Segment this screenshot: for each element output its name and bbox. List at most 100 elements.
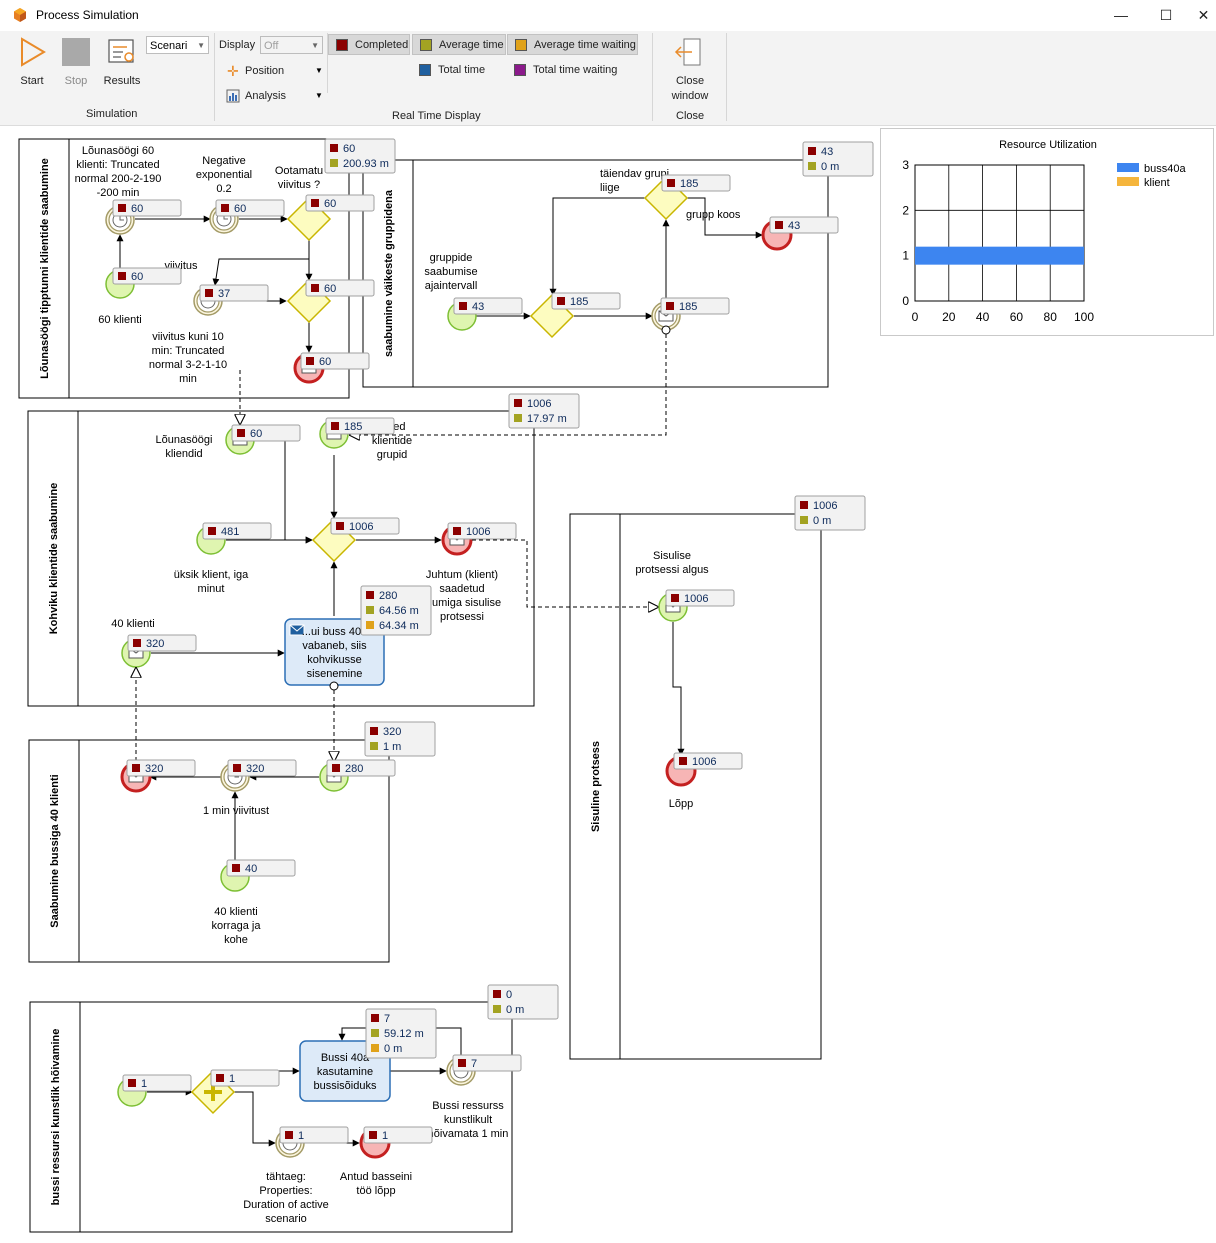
lane-core-process-title: Sisuline protsess: [590, 741, 602, 832]
lane-lunch-peak: [18, 138, 350, 399]
label-l3-end-line: ...umiga sisulise: [423, 597, 501, 609]
label-l3-end-line: saadetud: [439, 583, 484, 595]
label-l6-timer-b-line: kunstlikult: [444, 1114, 492, 1126]
l2-end-counter-value: 43: [788, 220, 800, 232]
lane3-stats-box: [508, 393, 580, 429]
chevron-down-icon: ▼: [311, 41, 319, 50]
stat-swatch: [330, 144, 338, 152]
lane2-stats-box: [802, 141, 874, 177]
l6-end-counter-value: 1: [382, 1130, 388, 1142]
scenario-select[interactable]: Scenari ▼: [146, 36, 209, 54]
label-l6-timer-a-line: Properties:: [259, 1185, 312, 1197]
chart-x-tick-label: 0: [912, 310, 919, 324]
label-l3-start-c-line: 40 klienti: [111, 618, 154, 630]
stop-label: Stop: [64, 75, 88, 87]
real-time-display-group-label: Real Time Display: [392, 110, 481, 122]
results-button[interactable]: Results: [100, 33, 144, 95]
stat-swatch: [800, 501, 808, 509]
minimize-button[interactable]: —: [1114, 7, 1128, 23]
completed-label: Completed: [355, 39, 409, 51]
l1-timer-c-counter-box: [199, 284, 269, 302]
start-button[interactable]: Start: [10, 33, 54, 95]
l2-timer-counter-value: 185: [679, 301, 697, 313]
label-l1-timer-a-line: normal 200-2-190: [75, 173, 162, 185]
analysis-icon: [226, 89, 240, 103]
chart-x-tick-label: 80: [1044, 310, 1058, 324]
flow-l1-4: [212, 240, 310, 286]
label-l6-timer-b-line: Bussi ressurss: [432, 1100, 504, 1112]
analysis-dropdown-button[interactable]: Analysis ▼: [224, 87, 326, 107]
label-l1-timer-b-line: Negative: [202, 155, 245, 167]
completed-toggle[interactable]: Completed: [328, 34, 410, 55]
completed-swatch: [232, 864, 240, 872]
lane5-stat-value: 1 m: [383, 741, 401, 753]
l6-gw-counter-box: [210, 1069, 280, 1087]
l5-start-counter-value: 40: [245, 863, 257, 875]
label-l5-timer-line: 1 min viivitust: [203, 805, 269, 817]
completed-swatch: [208, 527, 216, 535]
chart-bar-buss40a: [915, 246, 1084, 265]
position-dropdown-button[interactable]: ✛ Position ▼: [224, 62, 326, 82]
l2-gw-merge-counter-value: 185: [570, 296, 588, 308]
average-time-toggle[interactable]: Average time: [412, 34, 506, 55]
boundary-event-l3: [329, 681, 339, 691]
completed-swatch: [369, 1131, 377, 1139]
completed-swatch: [216, 1074, 224, 1082]
task-bus-use-label-line: bussisõiduks: [314, 1080, 377, 1092]
timer-group[interactable]: [651, 301, 681, 331]
completed-swatch: [233, 764, 241, 772]
completed-swatch: [128, 1079, 136, 1087]
completed-swatch: [331, 422, 339, 430]
chart-legend-swatch: [1117, 177, 1139, 186]
average-time-waiting-toggle[interactable]: Average time waiting: [507, 34, 638, 55]
maximize-button[interactable]: ☐: [1159, 7, 1173, 23]
l5-end-counter-box: [126, 759, 196, 777]
lane-lunch-peak-title: Lõunasöögi tipptunni klientide saabumine: [39, 158, 51, 379]
l3-task-stat-value: 64.34 m: [379, 620, 419, 632]
process-diagram[interactable]: Lõunasöögi tipptunni klientide saabumine…: [0, 126, 1216, 1243]
l1-gw-b-counter-value: 60: [324, 283, 336, 295]
label-l2-gw-top-line: täiendav grupi: [600, 168, 669, 180]
flow-l6-5: [234, 1091, 276, 1147]
lane-cafe-arrivals: [27, 410, 535, 707]
lane6-stat-value: 0: [506, 989, 512, 1001]
l3-task-stat-value: 280: [379, 590, 397, 602]
l3-msg-b-counter-box: [325, 417, 395, 435]
completed-swatch: [459, 302, 467, 310]
l1-timer-a-counter-box: [112, 199, 182, 217]
close-window-label-line1: Close: [675, 75, 705, 87]
display-select[interactable]: Off ▼: [260, 36, 323, 54]
l3-msg-b-counter-value: 185: [344, 421, 362, 433]
l5-timer-counter-box: [227, 759, 297, 777]
label-l1-gw-a-line: Ootamatu: [275, 165, 323, 177]
lane4-stat-value: 1006: [813, 500, 837, 512]
total-time-waiting-toggle[interactable]: Total time waiting: [507, 60, 638, 81]
results-label: Results: [103, 75, 141, 87]
label-l1-timer-b-line: exponential: [196, 169, 252, 181]
l1-gw-a-counter-box: [305, 194, 375, 212]
l6-task-stats-box: [365, 1008, 437, 1059]
completed-swatch: [285, 1131, 293, 1139]
stat-swatch: [808, 162, 816, 170]
stop-button[interactable]: Stop: [56, 33, 96, 95]
close-window-label-line2: window: [671, 90, 709, 102]
stat-swatch: [514, 399, 522, 407]
lane-cafe-arrivals-title: Kohviku klientide saabumine: [48, 483, 60, 635]
l3-msg-a-counter-value: 60: [250, 428, 262, 440]
close-window-x-button[interactable]: ✕: [1197, 7, 1210, 23]
total-time-toggle[interactable]: Total time: [412, 60, 506, 81]
l6-task-stat-value: 0 m: [384, 1043, 402, 1055]
close-window-button[interactable]: Close window: [664, 35, 716, 105]
lane-bus-resource: [29, 1001, 513, 1233]
stat-swatch: [808, 147, 816, 155]
l2-gw-merge-counter-box: [551, 292, 621, 310]
l3-msg-a-counter-box: [231, 424, 301, 442]
completed-swatch: [133, 639, 141, 647]
label-l4-start-line: protsessi algus: [635, 564, 709, 576]
label-l2-start-line: gruppide: [430, 252, 473, 264]
